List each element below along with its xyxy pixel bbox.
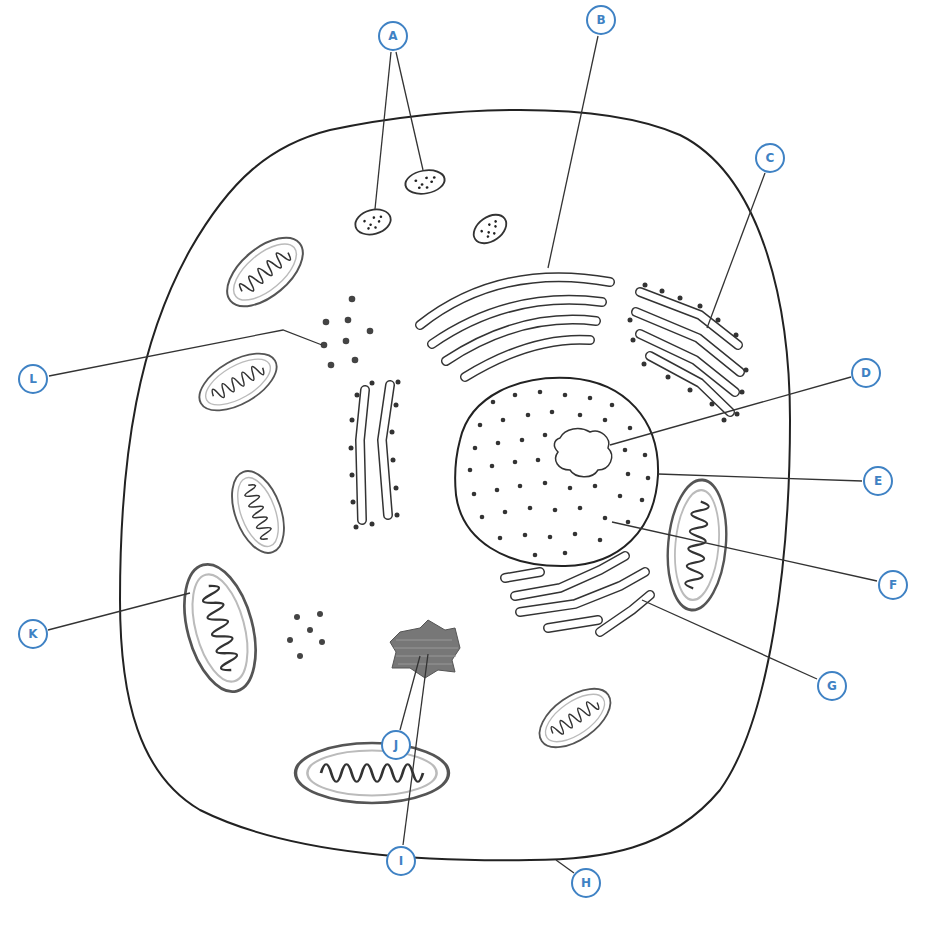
callout-letter: G (827, 680, 837, 692)
callout-circle: D (851, 358, 881, 388)
callout-circle: F (878, 570, 908, 600)
callout-circle: J (381, 730, 411, 760)
callout-letter: L (29, 373, 37, 385)
callout-circle: I (386, 846, 416, 876)
callout-circle: K (18, 619, 48, 649)
callout-circle: E (863, 466, 893, 496)
callout-circle: A (378, 21, 408, 51)
callout-letter: C (766, 152, 775, 164)
callout-letter: I (399, 855, 403, 867)
callout-letter: A (388, 30, 397, 42)
callout-letter: H (581, 877, 591, 889)
callout-circle: C (755, 143, 785, 173)
callout-circle: H (571, 868, 601, 898)
callout-circle: G (817, 671, 847, 701)
callout-letter: B (596, 14, 605, 26)
callout-letter: D (861, 367, 871, 379)
callout-letter: K (28, 628, 37, 640)
callout-circle: B (586, 5, 616, 35)
callout-circle: L (18, 364, 48, 394)
callout-letter: F (889, 579, 897, 591)
callout-letter: E (874, 475, 882, 487)
callout-letter: J (394, 739, 398, 751)
